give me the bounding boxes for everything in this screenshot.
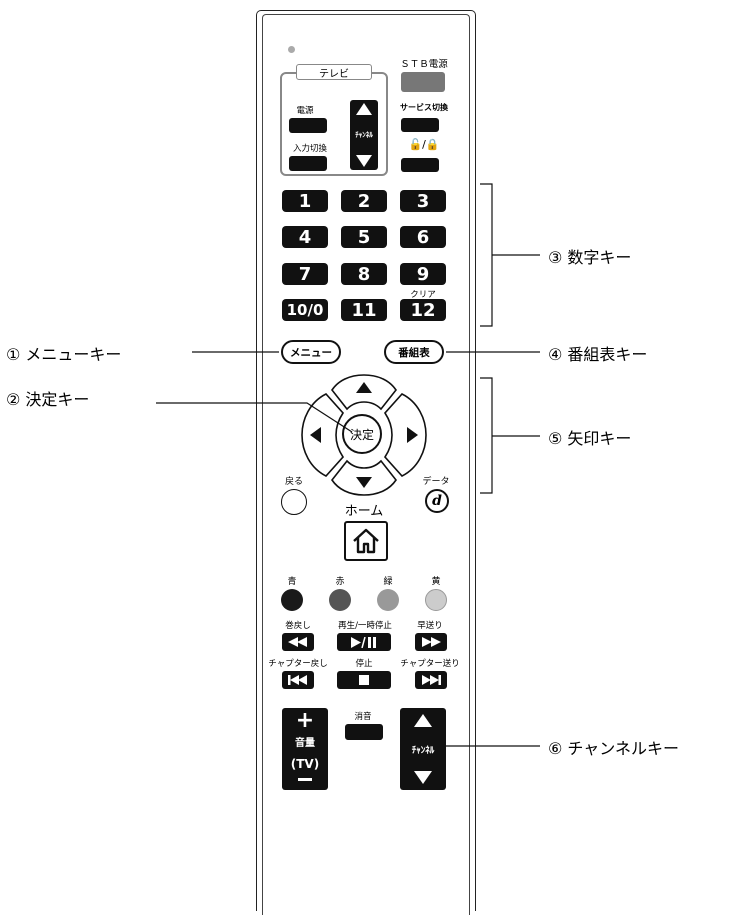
tv-channel-rocker[interactable]: ﾁｬﾝﾈﾙ xyxy=(350,100,378,170)
volume-label-line2: (TV) xyxy=(290,756,320,771)
callout-epg-key: ④ 番組表キー xyxy=(548,345,648,364)
chapter-back-button[interactable] xyxy=(282,671,314,689)
stop-button[interactable] xyxy=(337,671,391,689)
tv-channel-label: ﾁｬﾝﾈﾙ xyxy=(355,131,373,139)
home-button[interactable] xyxy=(344,521,388,561)
number-key-8[interactable]: 8 xyxy=(341,263,387,285)
service-switch-label: サービス切換 xyxy=(400,103,448,112)
data-button[interactable]: d xyxy=(425,489,449,513)
number-key-3[interactable]: 3 xyxy=(400,190,446,212)
color-label-red: 赤 xyxy=(335,577,345,587)
chapter-forward-button[interactable] xyxy=(415,671,447,689)
clear-label: クリア xyxy=(410,290,436,300)
back-label: 戻る xyxy=(284,477,303,487)
down-arrow-icon xyxy=(356,155,372,167)
callout-arrow-keys: ⑤ 矢印キー xyxy=(548,429,632,448)
mute-label: 消音 xyxy=(354,712,372,722)
callout-ok-key: ② 決定キー xyxy=(6,390,90,409)
up-arrow-icon xyxy=(356,103,372,115)
number-key-1[interactable]: 1 xyxy=(282,190,328,212)
number-key-4[interactable]: 4 xyxy=(282,226,328,248)
yellow-key[interactable] xyxy=(425,589,447,611)
up-arrow-icon xyxy=(356,382,372,393)
back-button[interactable] xyxy=(281,489,307,515)
data-label: データ xyxy=(422,477,450,487)
play-pause-button[interactable] xyxy=(337,633,391,651)
home-label: ホーム xyxy=(344,504,384,519)
channel-label: ﾁｬﾝﾈﾙ xyxy=(411,745,435,756)
rewind-label: 巻戻し xyxy=(285,621,311,631)
green-key[interactable] xyxy=(377,589,399,611)
tv-power-label: 電源 xyxy=(296,106,314,116)
channel-rocker[interactable]: ﾁｬﾝﾈﾙ xyxy=(400,708,446,790)
minus-icon xyxy=(298,777,312,781)
up-arrow-icon xyxy=(414,714,432,727)
stop-label: 停止 xyxy=(355,659,373,669)
service-switch-button[interactable] xyxy=(401,118,439,132)
tv-group-label: テレビ xyxy=(296,64,372,80)
number-key-12[interactable]: 12 xyxy=(400,299,446,321)
fast-forward-icon xyxy=(422,637,441,647)
rewind-button[interactable] xyxy=(282,633,314,651)
stb-power-label: ＳＴＢ電源 xyxy=(400,59,448,70)
lock-button[interactable] xyxy=(401,158,439,172)
callout-menu-key: ① メニューキー xyxy=(6,345,122,364)
chapter-back-label: チャプター戻し xyxy=(268,659,328,669)
number-key-6[interactable]: 6 xyxy=(400,226,446,248)
blue-key[interactable] xyxy=(281,589,303,611)
number-key-7[interactable]: 7 xyxy=(282,263,328,285)
color-label-blue: 青 xyxy=(287,577,297,587)
remote-body-inner xyxy=(262,14,470,915)
mute-button[interactable] xyxy=(345,724,383,740)
epg-button[interactable]: 番組表 xyxy=(384,340,444,364)
volume-label-line1: 音量 xyxy=(295,738,315,750)
number-key-10[interactable]: 10/0 xyxy=(282,299,328,321)
play-pause-label: 再生/一時停止 xyxy=(338,621,392,631)
callout-channel-keys: ⑥ チャンネルキー xyxy=(548,739,679,758)
left-arrow-icon xyxy=(310,427,321,443)
fast-forward-label: 早送り xyxy=(417,621,443,631)
color-label-green: 緑 xyxy=(383,577,393,587)
down-arrow-icon xyxy=(356,477,372,488)
stb-power-button[interactable] xyxy=(401,72,445,92)
right-arrow-icon xyxy=(407,427,418,443)
play-pause-icon xyxy=(351,636,376,648)
number-key-5[interactable]: 5 xyxy=(341,226,387,248)
callout-number-keys: ③ 数字キー xyxy=(548,248,632,267)
ir-led xyxy=(288,46,295,53)
rewind-icon xyxy=(288,637,307,647)
fast-forward-button[interactable] xyxy=(415,633,447,651)
lock-label: 🔓/🔒 xyxy=(408,138,440,151)
color-label-yellow: 黄 xyxy=(431,577,441,587)
down-arrow-icon xyxy=(414,771,432,784)
directional-pad xyxy=(301,374,427,496)
chapter-back-icon xyxy=(288,675,307,685)
home-icon xyxy=(353,528,379,554)
red-key[interactable] xyxy=(329,589,351,611)
number-key-2[interactable]: 2 xyxy=(341,190,387,212)
chapter-forward-icon xyxy=(422,675,441,685)
ok-button[interactable]: 決定 xyxy=(342,414,382,454)
stop-icon xyxy=(359,675,369,685)
menu-button[interactable]: メニュー xyxy=(281,340,341,364)
plus-icon: + xyxy=(295,708,315,733)
chapter-forward-label: チャプター送り xyxy=(400,659,460,669)
number-key-11[interactable]: 11 xyxy=(341,299,387,321)
number-key-9[interactable]: 9 xyxy=(400,263,446,285)
tv-input-button[interactable] xyxy=(289,156,327,171)
left-key[interactable] xyxy=(301,393,345,477)
tv-input-label: 入力切換 xyxy=(292,144,327,154)
right-key[interactable] xyxy=(383,393,427,477)
tv-power-button[interactable] xyxy=(289,118,327,133)
volume-rocker[interactable]: + 音量 (TV) xyxy=(282,708,328,790)
remote-body-outer xyxy=(256,10,476,911)
